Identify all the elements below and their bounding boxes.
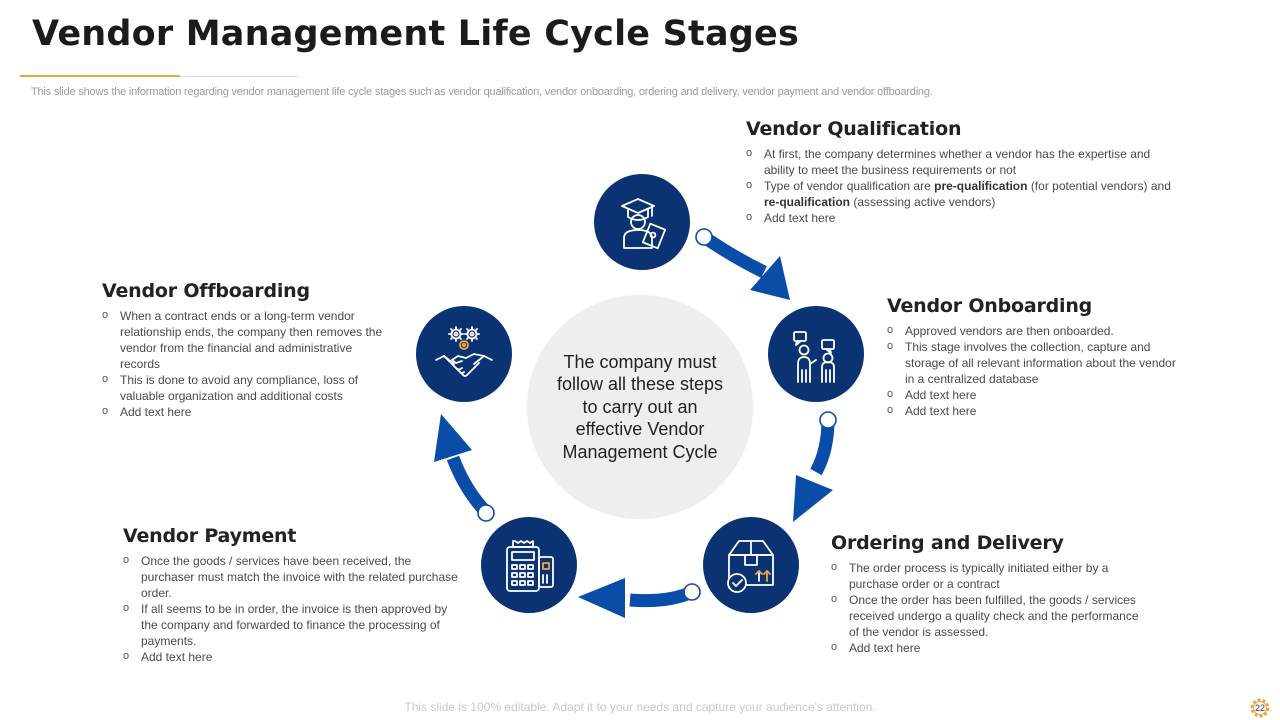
people-meeting-icon: [793, 331, 835, 383]
center-circle: The company must follow all these steps …: [528, 296, 752, 518]
center-text: The company must follow all these steps …: [556, 351, 724, 462]
bullet-item: Add text here: [123, 648, 463, 665]
connector-dot-ordering: [683, 583, 701, 601]
stage-vendor-onboarding: Vendor Onboarding Approved vendors are t…: [887, 295, 1182, 419]
arrow-ordering-to-payment: [629, 586, 695, 608]
stage-ordering-and-delivery: Ordering and Delivery The order process …: [831, 532, 1149, 656]
bullet-item: The order process is typically initiated…: [831, 559, 1149, 592]
bullet-item: Once the order has been fulfilled, the g…: [831, 591, 1149, 640]
gear-icon: [1250, 698, 1270, 718]
arrowhead-onboarding: [750, 256, 790, 300]
arrow-qualification-to-onboarding: [700, 231, 767, 278]
bullet-item: Add text here: [887, 386, 1182, 403]
graduate-icon: [621, 198, 667, 250]
bullet-item: This stage involves the collection, capt…: [887, 338, 1182, 387]
slide-subtitle: This slide shows the information regardi…: [31, 86, 933, 98]
arrowhead-ordering: [793, 475, 833, 522]
bullet-item: This is done to avoid any compliance, lo…: [102, 371, 392, 404]
connector-dot-payment: [477, 504, 495, 522]
stage-title: Vendor Qualification: [746, 118, 962, 140]
bullet-item: When a contract ends or a long-term vend…: [102, 307, 392, 372]
stage-title: Vendor Payment: [123, 525, 297, 547]
footer-note: This slide is 100% editable. Adapt it to…: [404, 700, 876, 714]
onboarding-circle: [768, 306, 864, 402]
stage-vendor-payment: Vendor Payment Once the goods / services…: [123, 525, 463, 665]
arrow-payment-to-offboarding: [446, 455, 491, 517]
stage-title: Vendor Onboarding: [887, 295, 1093, 317]
payment-circle: [481, 517, 577, 613]
page-number: 22: [1254, 703, 1265, 713]
bullet-item: Add text here: [102, 403, 392, 420]
bullet-item: Approved vendors are then onboarded.: [887, 322, 1182, 339]
offboarding-circle: [416, 306, 512, 402]
bullet-item: Type of vendor qualification are pre-qua…: [746, 177, 1176, 210]
bullet-item: Add text here: [831, 639, 1149, 656]
slide-title: Vendor Management Life Cycle Stages: [32, 14, 799, 54]
bullet-item: Once the goods / services have been rece…: [123, 552, 463, 601]
connector-dot-onboarding: [819, 411, 837, 429]
pos-terminal-icon: [506, 540, 554, 592]
page-number-badge: 22: [1248, 697, 1272, 719]
stage-title: Ordering and Delivery: [831, 532, 1064, 554]
qualification-circle: [594, 174, 690, 270]
bullet-item: Add text here: [746, 209, 1176, 226]
bullet-item: At first, the company determines whether…: [746, 145, 1176, 178]
arrowhead-offboarding: [434, 414, 472, 462]
bullet-item: If all seems to be in order, the invoice…: [123, 600, 463, 649]
title-underline-accent: [20, 75, 180, 77]
stage-title: Vendor Offboarding: [102, 280, 310, 302]
ordering-circle: [703, 517, 799, 613]
handshake-gears-icon: [435, 326, 493, 377]
bullet-item: Add text here: [887, 402, 1182, 419]
arrowhead-payment: [578, 578, 625, 618]
connector-dot-qualification: [695, 228, 713, 246]
stage-vendor-offboarding: Vendor Offboarding When a contract ends …: [102, 280, 392, 420]
package-check-icon: [727, 540, 774, 593]
stage-vendor-qualification: Vendor Qualification At first, the compa…: [746, 118, 1176, 226]
